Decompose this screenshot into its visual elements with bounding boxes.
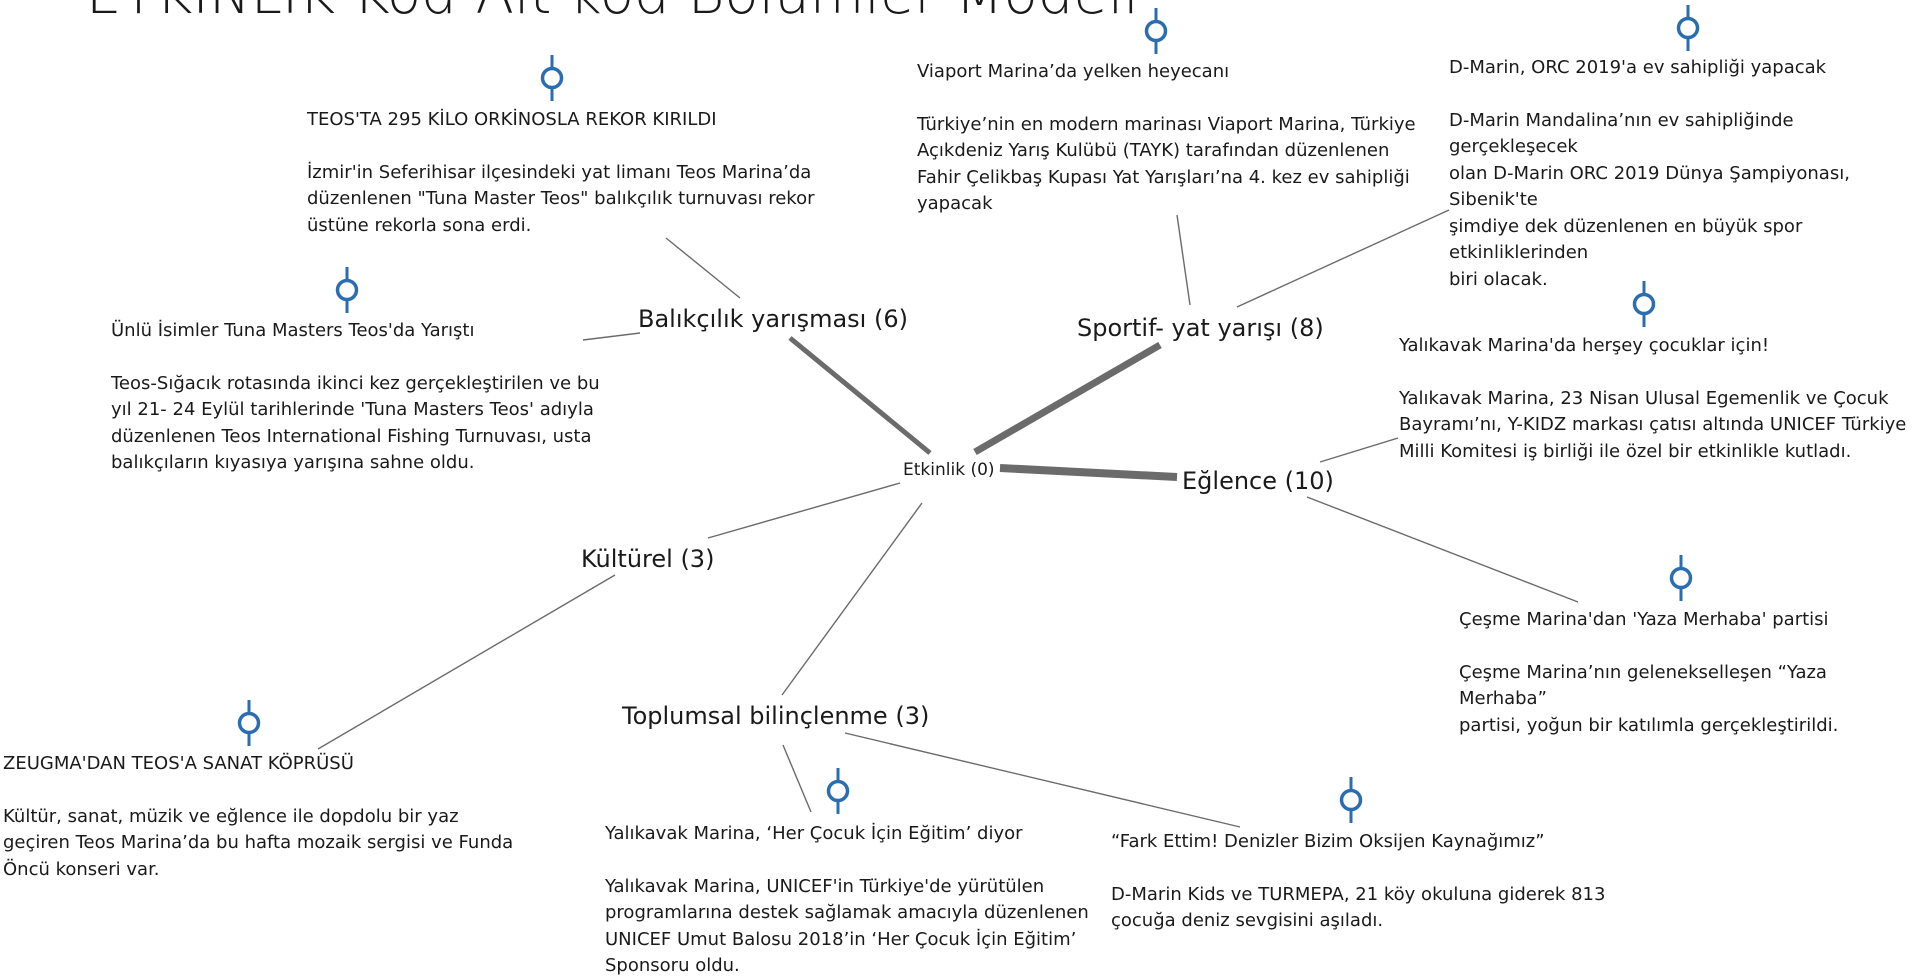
document-card[interactable]: Ünlü İsimler Tuna Masters Teos'da Yarışt… — [111, 318, 600, 477]
document-card[interactable]: TEOS'TA 295 KİLO ORKİNOSLA REKOR KIRILDI… — [307, 107, 815, 239]
document-title: ZEUGMA'DAN TEOS'A SANAT KÖPRÜSÜ — [3, 753, 354, 774]
node-balikcilik[interactable]: Balıkçılık yarışması (6) — [638, 305, 908, 333]
document-pin-icon[interactable] — [1632, 281, 1656, 327]
document-title: Viaport Marina’da yelken heyecanı — [917, 61, 1230, 82]
diagram-title: ETKİNLİK Kod-Alt kod-Bölümler Modeli — [86, 0, 1139, 27]
document-body: Çeşme Marina’nın gelenekselleşen “Yaza M… — [1459, 661, 1839, 736]
document-title: “Fark Ettim! Denizler Bizim Oksijen Kayn… — [1111, 831, 1545, 852]
document-pin-icon[interactable] — [1676, 5, 1700, 51]
document-card[interactable]: Viaport Marina’da yelken heyecanı Türkiy… — [917, 59, 1416, 218]
document-title: Çeşme Marina'dan 'Yaza Merhaba' partisi — [1459, 609, 1829, 630]
document-pin-icon[interactable] — [237, 700, 261, 746]
document-title: TEOS'TA 295 KİLO ORKİNOSLA REKOR KIRILDI — [307, 109, 717, 130]
edge-etkinlik-toplumsal — [781, 502, 923, 696]
document-title: Yalıkavak Marina, ‘Her Çocuk İçin Eğitim… — [605, 823, 1023, 844]
edge-balikcilik-doc — [665, 237, 741, 299]
edge-kulturel-doc — [317, 574, 616, 750]
document-pin-icon[interactable] — [1339, 777, 1363, 823]
edge-etkinlik-eglence — [999, 464, 1178, 481]
document-card[interactable]: Yalıkavak Marina'da herşey çocuklar için… — [1399, 333, 1906, 465]
edge-toplumsal-doc — [782, 744, 812, 813]
node-etkinlik[interactable]: Etkinlik (0) — [903, 460, 995, 480]
edge-eglence-doc — [1306, 496, 1579, 603]
node-kulturel[interactable]: Kültürel (3) — [581, 545, 715, 573]
document-pin-icon[interactable] — [540, 55, 564, 101]
document-body: Yalıkavak Marina, 23 Nisan Ulusal Egemen… — [1399, 387, 1907, 462]
document-title: Ünlü İsimler Tuna Masters Teos'da Yarışt… — [111, 320, 475, 341]
document-card[interactable]: Çeşme Marina'dan 'Yaza Merhaba' partisi … — [1459, 607, 1920, 739]
document-body: D-Marin Kids ve TURMEPA, 21 köy okuluna … — [1111, 883, 1606, 932]
edge-eglence-doc — [1319, 437, 1399, 463]
document-body: D-Marin Mandalina’nın ev sahipliğinde ge… — [1449, 109, 1850, 290]
node-toplumsal[interactable]: Toplumsal bilinçlenme (3) — [622, 702, 930, 730]
document-pin-icon[interactable] — [826, 768, 850, 814]
document-card[interactable]: Yalıkavak Marina, ‘Her Çocuk İçin Eğitim… — [605, 821, 1089, 980]
document-body: Teos-Sığacık rotasında ikinci kez gerçek… — [111, 372, 600, 474]
document-body: Kültür, sanat, müzik ve eğlence ile dopd… — [3, 805, 514, 880]
document-card[interactable]: “Fark Ettim! Denizler Bizim Oksijen Kayn… — [1111, 829, 1605, 935]
edge-balikcilik-doc — [582, 332, 641, 341]
edge-sportif-doc — [1176, 214, 1191, 306]
document-card[interactable]: D-Marin, ORC 2019'a ev sahipliği yapacak… — [1449, 55, 1920, 293]
document-body: Yalıkavak Marina, UNICEF'in Türkiye'de y… — [605, 875, 1089, 977]
document-title: D-Marin, ORC 2019'a ev sahipliği yapacak — [1449, 57, 1827, 78]
document-card[interactable]: ZEUGMA'DAN TEOS'A SANAT KÖPRÜSÜ Kültür, … — [3, 751, 513, 883]
edge-etkinlik-kulturel — [707, 482, 901, 539]
document-body: İzmir'in Seferihisar ilçesindeki yat lim… — [307, 161, 815, 236]
document-pin-icon[interactable] — [335, 267, 359, 313]
edge-sportif-doc — [1236, 209, 1450, 308]
document-body: Türkiye’nin en modern marinası Viaport M… — [917, 113, 1416, 215]
edge-etkinlik-balikcilik — [788, 336, 932, 455]
document-pin-icon[interactable] — [1669, 555, 1693, 601]
node-eglence[interactable]: Eğlence (10) — [1182, 467, 1334, 495]
document-pin-icon[interactable] — [1144, 8, 1168, 54]
document-title: Yalıkavak Marina'da herşey çocuklar için… — [1399, 335, 1770, 356]
node-sportif[interactable]: Sportif- yat yarışı (8) — [1077, 314, 1324, 342]
edge-toplumsal-doc — [844, 732, 1241, 828]
edge-etkinlik-sportif — [973, 341, 1162, 456]
